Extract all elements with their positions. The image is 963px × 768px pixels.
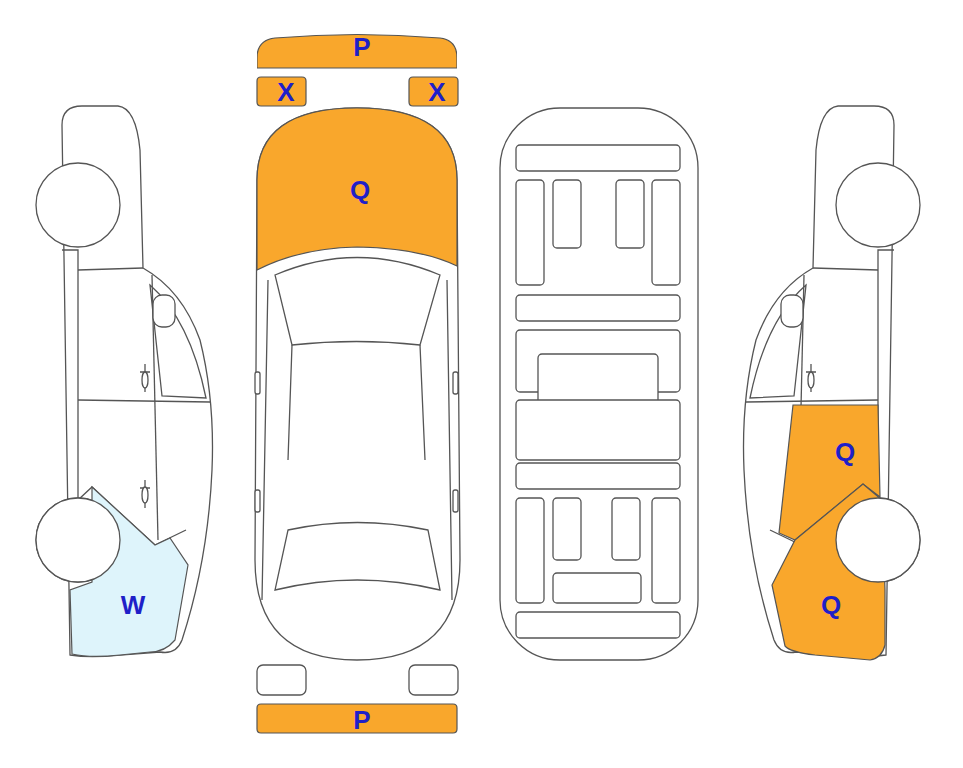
underbody-panel	[652, 498, 680, 603]
damage-code: P	[353, 707, 370, 733]
underbody-panel	[616, 180, 644, 248]
underside-view	[500, 108, 698, 660]
rear-quarter-panel: Q	[770, 482, 922, 662]
top-view	[255, 108, 460, 695]
underbody-panel	[516, 400, 680, 460]
damage-code: X	[277, 79, 294, 105]
underbody-panel	[516, 145, 680, 171]
underbody-panel	[516, 498, 544, 603]
headlight: X	[408, 76, 459, 107]
underbody-panel	[553, 498, 581, 560]
underbody-panel	[516, 180, 544, 285]
underbody-panel	[612, 498, 640, 560]
underbody-panel	[553, 180, 581, 248]
underbody-panel	[516, 612, 680, 638]
wheel	[836, 498, 920, 582]
underbody-panel	[652, 180, 680, 285]
panel-fill	[257, 704, 457, 733]
damage-code: Q	[350, 177, 370, 203]
damage-code: X	[428, 79, 445, 105]
headlight: X	[256, 76, 307, 107]
panel-shape	[770, 482, 922, 662]
underbody-panel	[516, 463, 680, 489]
rear-quarter-panel: W	[34, 484, 190, 660]
damage-code: Q	[821, 592, 841, 618]
damage-code: Q	[835, 439, 855, 465]
underbody-panel	[553, 573, 641, 603]
side-view	[36, 106, 213, 657]
damage-code: P	[353, 34, 370, 60]
front-bumper: P	[257, 30, 457, 70]
panel-fill	[257, 77, 306, 106]
panel-shape	[34, 484, 190, 660]
underbody-panel	[516, 295, 680, 321]
damage-code: W	[121, 592, 146, 618]
rear-bumper: P	[256, 703, 458, 734]
panel-fill	[257, 108, 457, 270]
panel-fill	[257, 35, 457, 69]
hood: Q	[256, 107, 458, 272]
panel-fill	[409, 77, 458, 106]
wheel	[36, 498, 120, 582]
